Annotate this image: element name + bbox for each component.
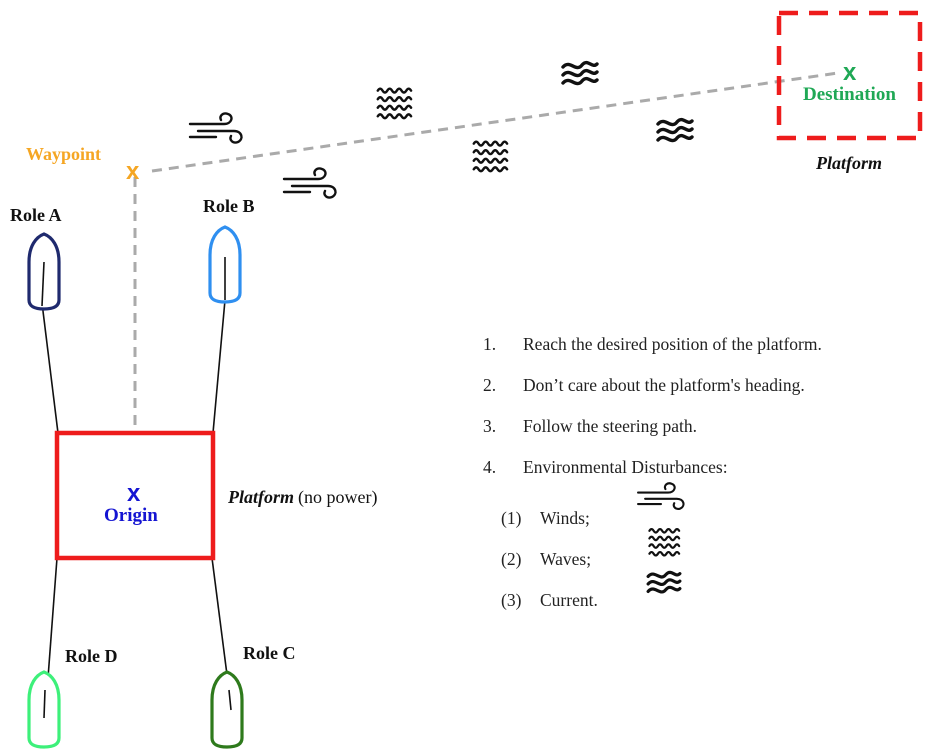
disturbance-number: (3) <box>501 590 540 611</box>
role-d-label: Role D <box>65 646 118 667</box>
task-text: Don’t care about the platform's heading. <box>523 375 805 416</box>
disturbance-item: (1) Winds; <box>483 498 822 539</box>
disturbance-item: (2) Waves; <box>483 539 822 580</box>
task-item: 1. Reach the desired position of the pla… <box>483 334 822 375</box>
destination-marker: x <box>843 61 856 85</box>
task-text: Environmental Disturbances: <box>523 457 728 498</box>
disturbance-number: (2) <box>501 549 540 570</box>
platform-label: Platform <box>228 487 294 507</box>
waves-icon <box>474 142 507 171</box>
task-text: Follow the steering path. <box>523 416 697 457</box>
current-icon <box>563 63 597 84</box>
boat-role-d <box>29 672 59 747</box>
role-b-label: Role B <box>203 196 255 217</box>
task-item: 4. Environmental Disturbances: <box>483 457 822 498</box>
task-text: Reach the desired position of the platfo… <box>523 334 822 375</box>
boat-role-b <box>210 227 240 302</box>
disturbance-number: (1) <box>501 508 540 529</box>
current-icon <box>658 120 692 141</box>
task-number: 3. <box>483 416 523 457</box>
task-number: 1. <box>483 334 523 375</box>
wind-icon <box>190 113 241 142</box>
task-item: 3. Follow the steering path. <box>483 416 822 457</box>
waypoint-marker: x <box>126 160 139 184</box>
disturbance-text: Winds; <box>540 508 590 529</box>
platform-caption: Platform (no power) <box>228 487 377 508</box>
boat-role-a <box>29 234 59 309</box>
disturbance-text: Current. <box>540 590 598 611</box>
role-c-label: Role C <box>243 643 296 664</box>
disturbance-item: (3) Current. <box>483 580 822 621</box>
boat-role-c <box>212 672 242 747</box>
origin-label: Origin <box>104 505 158 527</box>
destination-label: Destination <box>803 84 896 106</box>
origin-marker: x <box>127 482 140 506</box>
task-number: 4. <box>483 457 523 498</box>
platform-note: (no power) <box>298 487 377 507</box>
role-a-label: Role A <box>10 205 62 226</box>
task-item: 2. Don’t care about the platform's headi… <box>483 375 822 416</box>
disturbance-text: Waves; <box>540 549 591 570</box>
task-number: 2. <box>483 375 523 416</box>
waypoint-label: Waypoint <box>26 144 101 165</box>
destination-platform-label: Platform <box>816 153 882 174</box>
waves-icon <box>378 89 411 118</box>
wind-icon <box>284 168 335 197</box>
task-list: 1. Reach the desired position of the pla… <box>483 334 822 621</box>
